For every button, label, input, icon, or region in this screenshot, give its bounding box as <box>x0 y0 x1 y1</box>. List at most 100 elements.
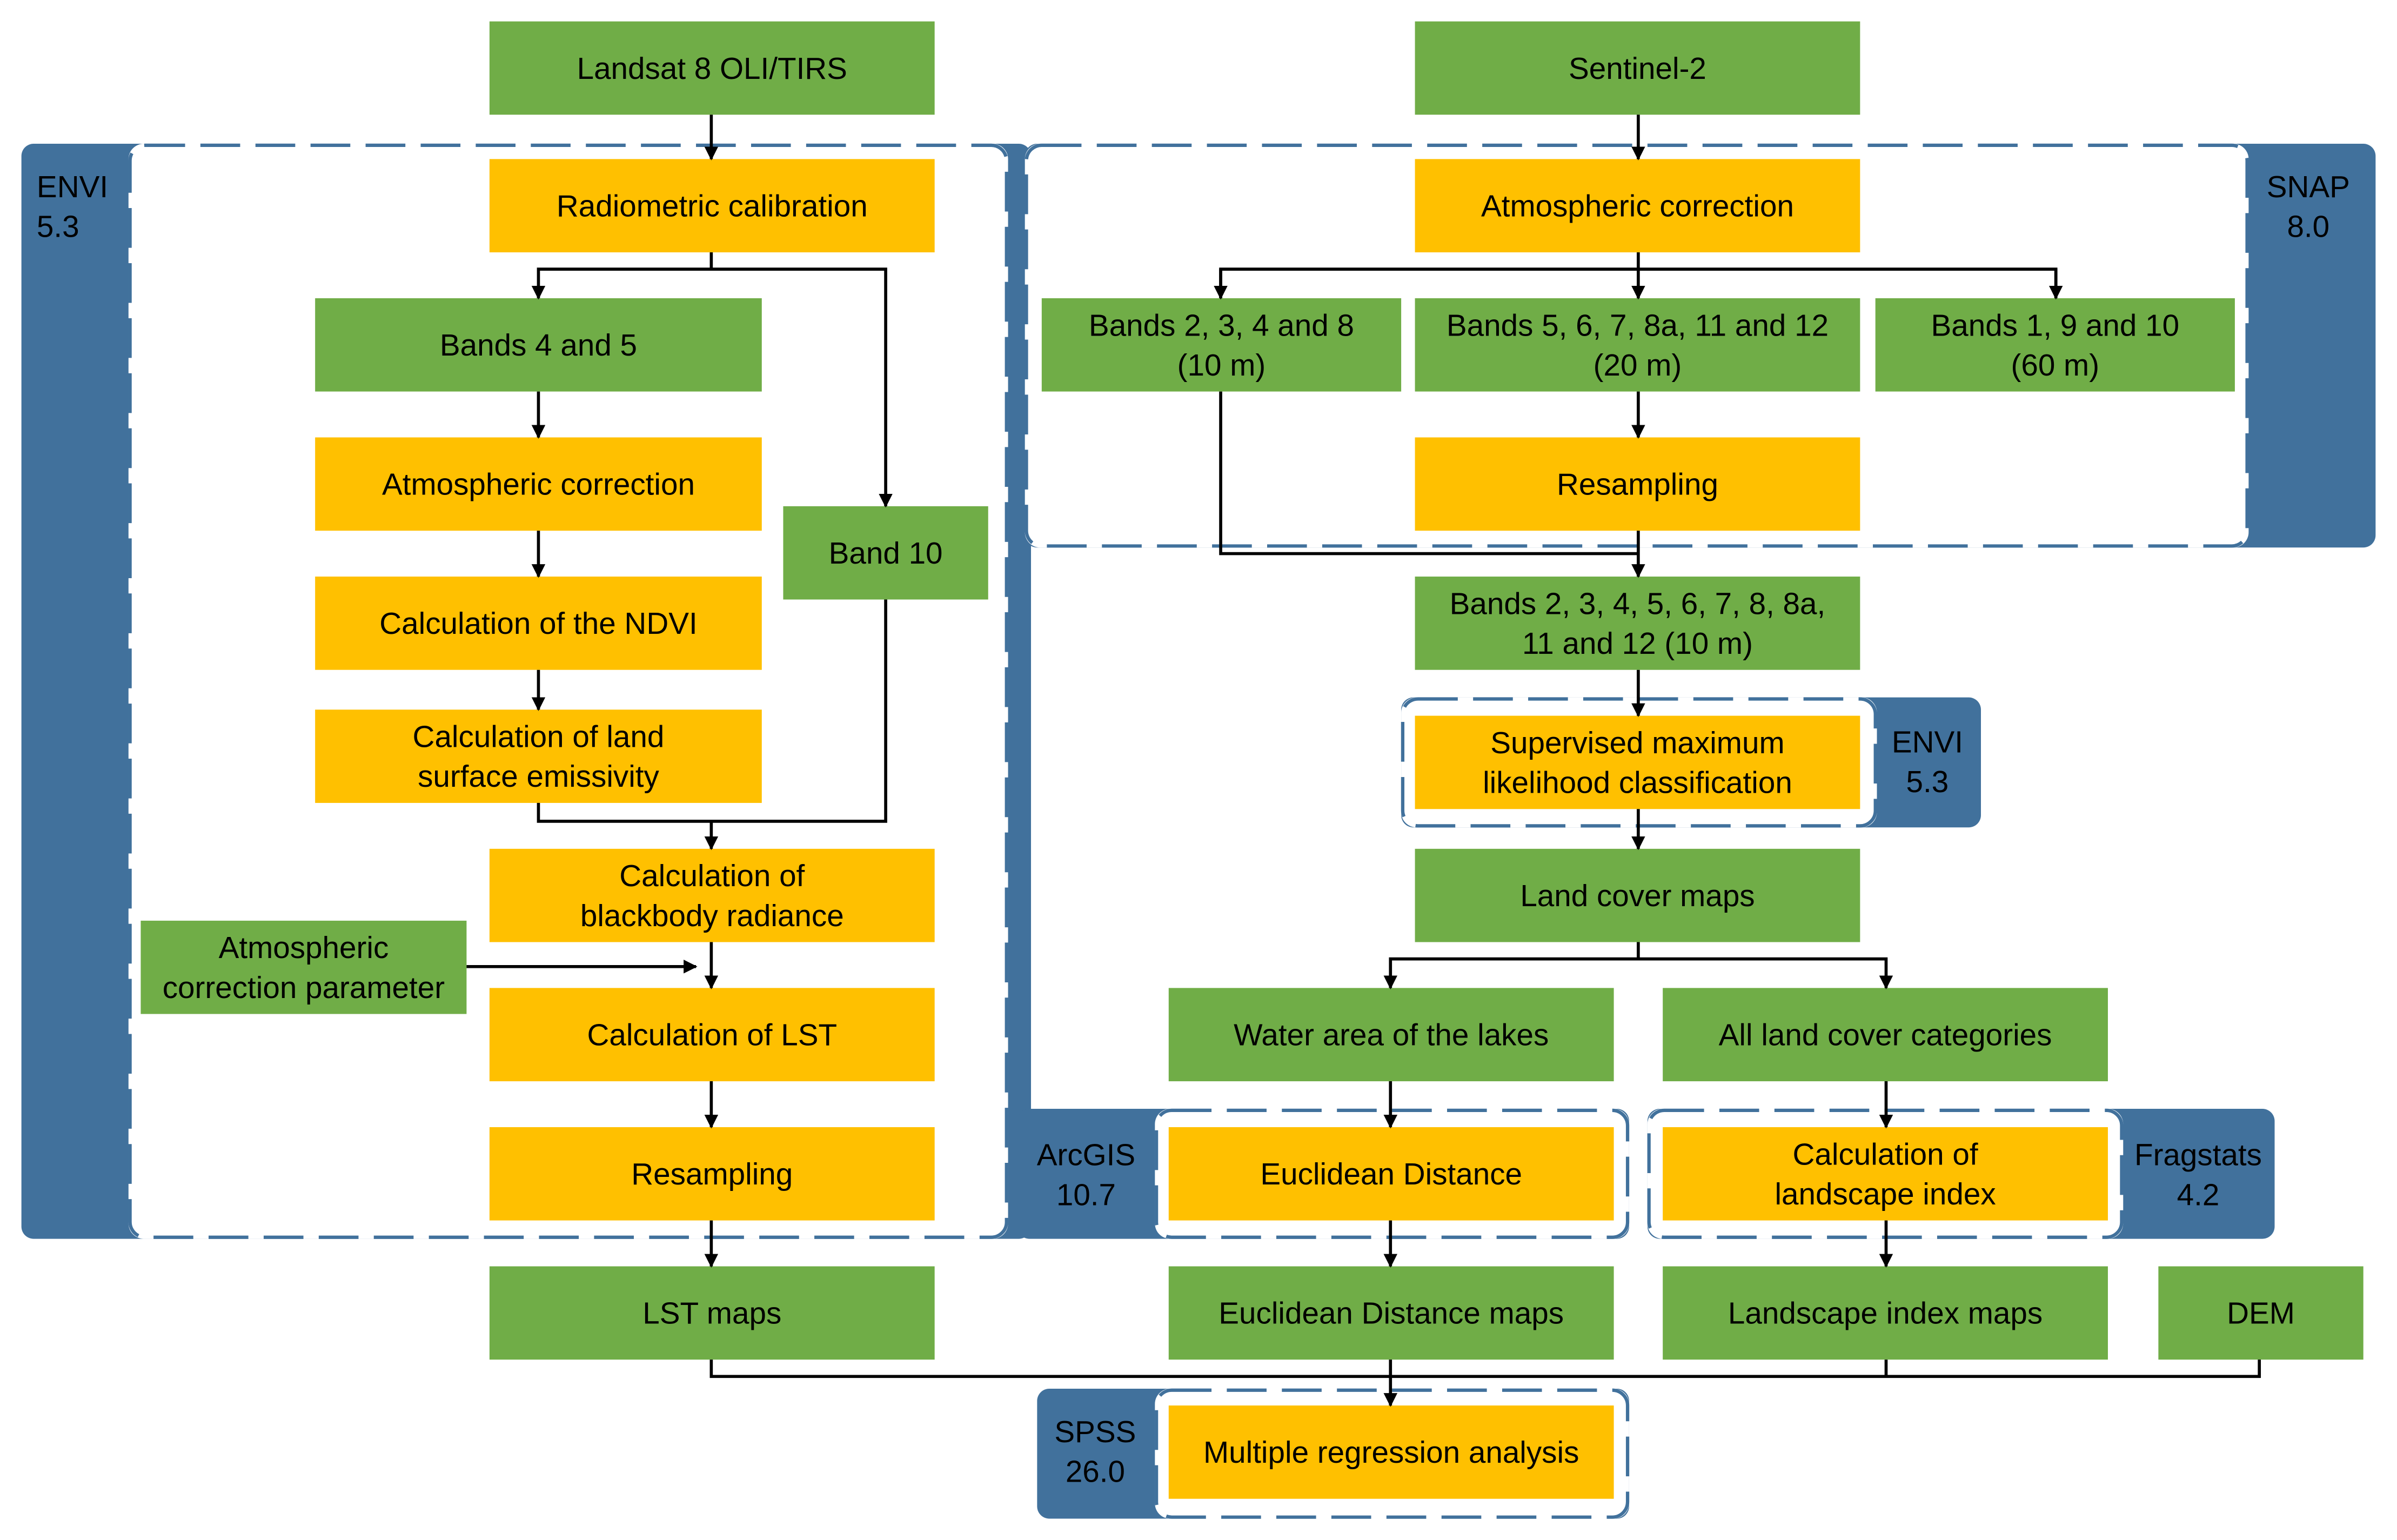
resampled-bands-box-shape <box>1415 577 1860 670</box>
atmospheric-correction-parameter-box-label: Atmospheric correction parameter <box>163 930 445 1005</box>
arrow-radiometric-to-band10 <box>711 267 893 508</box>
land-surface-emissivity-box-label: Calculation of land surface emissivity <box>413 720 665 794</box>
water-area-box-label: Water area of the lakes <box>1234 1018 1549 1052</box>
landscape-index-calc-box-shape <box>1663 1127 2108 1221</box>
sentinel-resampling-box-shape <box>1415 437 1860 531</box>
band-10-box-shape <box>783 506 988 600</box>
all-land-cover-box-label-line: All land cover categories <box>1719 1018 2052 1052</box>
euclidean-distance-box-label: Euclidean Distance <box>1260 1157 1522 1191</box>
lst-maps-box-shape <box>489 1266 935 1360</box>
radiometric-calibration-box-shape <box>489 159 935 253</box>
fragstats-panel-label-line: Fragstats <box>2134 1138 2262 1172</box>
dem-box: DEM <box>2158 1266 2363 1360</box>
spss-panel-label-line: SPSS <box>1054 1415 1136 1449</box>
landsat-resampling-box-label: Resampling <box>631 1157 793 1191</box>
euclidean-distance-maps-box-label: Euclidean Distance maps <box>1218 1296 1564 1330</box>
euclidean-distance-box-shape <box>1168 1127 1614 1221</box>
landsat-source-box-shape <box>489 21 935 115</box>
bands-60m-box-shape <box>1875 298 2235 392</box>
regression-box-label-line: Multiple regression analysis <box>1203 1435 1579 1469</box>
bands-20m-box: Bands 5, 6, 7, 8a, 11 and 12 (20 m) <box>1415 298 1860 392</box>
arrow-radiometric-to-bands45 <box>531 252 713 300</box>
dem-box-label: DEM <box>2227 1296 2295 1330</box>
bands-60m-box-label: Bands 1, 9 and 10(60 m) <box>1931 308 2180 382</box>
land-surface-emissivity-box-shape <box>315 709 762 803</box>
bands-20m-box-shape <box>1415 298 1860 392</box>
landscape-index-calc-box-label: Calculation of landscape index <box>1775 1137 1996 1211</box>
connector-10m-merge <box>1219 391 1638 555</box>
land-cover-maps-box-label-line: Land cover maps <box>1520 879 1755 913</box>
bands-60m-box-label-line: (60 m) <box>2011 348 2100 382</box>
atmospheric-correction-parameter-box: Atmospheric correction parameter <box>140 920 467 1014</box>
landsat-source-box-label: Landsat 8 OLI/TIRS <box>577 51 847 85</box>
sentinel-atmospheric-correction-box: Atmospheric correction <box>1415 159 1860 253</box>
land-surface-emissivity-box: Calculation of land surface emissivity <box>315 709 762 803</box>
envi-main-panel-label-line: 5.3 <box>37 210 79 244</box>
regression-box: Multiple regression analysis <box>1168 1405 1614 1499</box>
dem-box-shape <box>2158 1266 2363 1360</box>
resampled-bands-box-label-line: 11 and 12 (10 m) <box>1522 626 1753 660</box>
snap-panel-label-line: 8.0 <box>2287 210 2329 244</box>
band-10-box-label: Band 10 <box>829 536 943 570</box>
euclidean-distance-maps-box: Euclidean Distance maps <box>1168 1266 1614 1360</box>
atmospheric-correction-parameter-box-label-line: Atmospheric <box>219 930 389 965</box>
land-surface-emissivity-box-label-line: Calculation of land <box>413 720 665 754</box>
landscape-index-maps-box-label: Landscape index maps <box>1728 1296 2043 1330</box>
sentinel-atmospheric-correction-box-label: Atmospheric correction <box>1481 189 1794 223</box>
bands-10m-box-label-line: (10 m) <box>1177 348 1266 382</box>
euclidean-distance-box: Euclidean Distance <box>1168 1127 1614 1221</box>
landscape-index-calc-box-label-line: Calculation of <box>1793 1137 1978 1171</box>
dem-box-label-line: DEM <box>2227 1296 2295 1330</box>
radiometric-calibration-box-label-line: Radiometric calibration <box>557 189 868 223</box>
euclidean-distance-maps-box-label-line: Euclidean Distance maps <box>1218 1296 1564 1330</box>
water-area-box-shape <box>1168 988 1614 1082</box>
land-cover-maps-box-label: Land cover maps <box>1520 879 1755 913</box>
lst-calculation-box-label-line: Calculation of LST <box>587 1018 837 1052</box>
land-cover-maps-box-shape <box>1415 848 1860 942</box>
lst-calculation-box-label: Calculation of LST <box>587 1018 837 1052</box>
resampled-bands-box: Bands 2, 3, 4, 5, 6, 7, 8, 8a, 11 and 12 … <box>1415 577 1860 670</box>
bands-20m-box-label: Bands 5, 6, 7, 8a, 11 and 12 (20 m) <box>1447 308 1829 382</box>
landsat-bands-4-5-box-label-line: Bands 4 and 5 <box>440 328 637 362</box>
bands-10m-box-label-line: Bands 2, 3, 4 and 8 <box>1089 308 1354 342</box>
landsat-bands-4-5-box-shape <box>315 298 762 392</box>
landsat-bands-4-5-box: Bands 4 and 5 <box>315 298 762 392</box>
sentinel-resampling-box: Resampling <box>1415 437 1860 531</box>
sentinel-source-box: Sentinel-2 <box>1415 21 1860 115</box>
landsat-atmospheric-correction-box-shape <box>315 437 762 531</box>
lst-maps-box-label: LST maps <box>642 1296 781 1330</box>
landscape-index-maps-box: Landscape index maps <box>1663 1266 2108 1360</box>
landscape-index-maps-box-shape <box>1663 1266 2108 1360</box>
sentinel-atmospheric-correction-box-label-line: Atmospheric correction <box>1481 189 1794 223</box>
arrow-landcover-to-water <box>1383 942 1640 989</box>
radiometric-calibration-box: Radiometric calibration <box>489 159 935 253</box>
landsat-atmospheric-correction-box: Atmospheric correction <box>315 437 762 531</box>
sentinel-source-box-label: Sentinel-2 <box>1569 51 1706 85</box>
resampled-bands-box-label-line: Bands 2, 3, 4, 5, 6, 7, 8, 8a, <box>1450 586 1826 620</box>
sentinel-source-box-label-line: Sentinel-2 <box>1569 51 1706 85</box>
bands-20m-box-label-line: Bands 5, 6, 7, 8a, 11 and 12 <box>1447 308 1829 342</box>
land-surface-emissivity-box-label-line: surface emissivity <box>418 759 659 793</box>
blackbody-radiance-box-shape <box>489 848 935 942</box>
water-area-box-label-line: Water area of the lakes <box>1234 1018 1549 1052</box>
classification-box-label-line: likelihood classification <box>1483 766 1792 800</box>
lst-maps-box: LST maps <box>489 1266 935 1360</box>
land-cover-maps-box: Land cover maps <box>1415 848 1860 942</box>
envi-main-panel-dashed-border <box>128 143 1008 1239</box>
landsat-source-box: Landsat 8 OLI/TIRS <box>489 21 935 115</box>
bands-20m-box-label-line: (20 m) <box>1593 348 1682 382</box>
atmospheric-correction-parameter-box-label-line: correction parameter <box>163 970 445 1005</box>
landscape-index-calc-box-label-line: landscape index <box>1775 1177 1996 1211</box>
envi-small-panel-label-line: ENVI <box>1892 725 1963 759</box>
water-area-box: Water area of the lakes <box>1168 988 1614 1082</box>
bands-10m-box: Bands 2, 3, 4 and 8 (10 m) <box>1041 298 1402 392</box>
landsat-source-box-label-line: Landsat 8 OLI/TIRS <box>577 51 847 85</box>
